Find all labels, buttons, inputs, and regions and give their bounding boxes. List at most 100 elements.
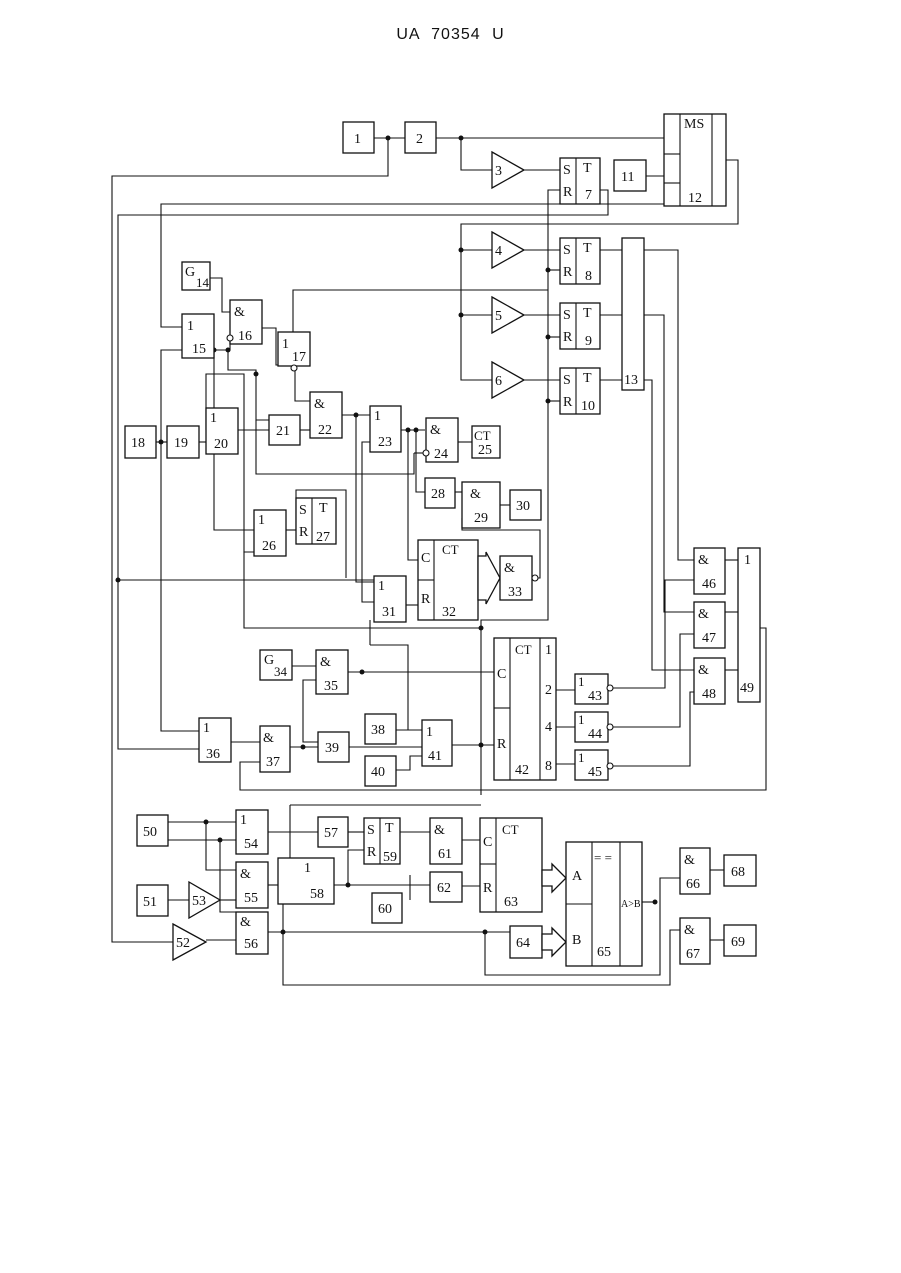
svg-text:28: 28 [431,487,445,502]
block-21: 21 [269,415,300,445]
svg-text:40: 40 [371,765,385,780]
svg-text:10: 10 [581,399,595,414]
svg-text:69: 69 [731,935,745,950]
svg-text:8: 8 [545,759,552,774]
svg-text:50: 50 [143,825,157,840]
trigger-9: SR T9 [560,303,600,349]
or-45: 145 [575,750,613,780]
svg-text:&: & [240,867,251,882]
svg-text:&: & [684,923,695,938]
svg-text:&: & [240,915,251,930]
amplifier-6-label: 6 [495,374,502,389]
bus-arrow-64 [542,928,566,956]
svg-text:43: 43 [588,689,602,704]
svg-text:T: T [583,161,592,176]
svg-text:59: 59 [383,850,397,865]
or-58: 158 [278,858,334,904]
svg-text:B: B [572,933,581,948]
svg-text:18: 18 [131,436,145,451]
svg-text:&: & [434,823,445,838]
svg-text:53: 53 [192,894,206,909]
block-50: 50 [137,815,168,846]
svg-text:&: & [263,731,274,746]
svg-text:17: 17 [292,350,306,365]
svg-text:&: & [234,305,245,320]
trigger-59: SR T59 [364,818,400,865]
svg-text:58: 58 [310,887,324,902]
or-20: 120 [206,408,238,454]
svg-text:31: 31 [382,605,396,620]
svg-text:45: 45 [588,765,602,780]
svg-text:19: 19 [174,436,188,451]
svg-text:34: 34 [274,664,288,679]
amplifier-5-label: 5 [495,309,502,324]
svg-text:36: 36 [206,747,220,762]
or-41: 141 [422,720,452,766]
svg-text:1: 1 [258,513,265,528]
block-19: 19 [167,426,199,458]
svg-text:CT: CT [474,428,491,443]
svg-text:57: 57 [324,826,338,841]
svg-text:56: 56 [244,937,258,952]
bus-arrow-63 [542,864,566,892]
svg-text:42: 42 [515,763,529,778]
svg-text:R: R [563,330,573,345]
svg-text:1: 1 [578,674,585,689]
amplifier-6: 6 [492,362,524,398]
svg-text:&: & [698,553,709,568]
svg-text:63: 63 [504,895,518,910]
and-46: &46 [694,548,725,594]
svg-text:14: 14 [196,275,210,290]
svg-text:R: R [563,395,573,410]
counter-32: CR CT32 [418,540,478,620]
svg-text:&: & [698,607,709,622]
svg-text:1: 1 [282,337,289,352]
block-2: 2 [405,122,436,153]
svg-text:&: & [470,487,481,502]
svg-text:27: 27 [316,530,330,545]
svg-text:1: 1 [378,579,385,594]
amplifier-52: 52 [173,924,206,960]
amplifier-4: 4 [492,232,524,268]
or-44: 144 [575,712,613,742]
or-36: 1 36 [199,718,231,762]
block-12-multiplexer: MS 12 [664,114,726,206]
block-28: 28 [425,478,455,508]
svg-text:33: 33 [508,585,522,600]
or-23: 1 23 [370,406,401,452]
counter-63: CR CT63 [480,818,542,912]
svg-text:1: 1 [203,721,210,736]
trigger-10: SR T10 [560,368,600,414]
svg-text:35: 35 [324,679,338,694]
and-48: &48 [694,658,725,704]
amplifier-5: 5 [492,297,524,333]
svg-text:9: 9 [585,334,592,349]
svg-text:62: 62 [437,881,451,896]
svg-text:R: R [497,737,507,752]
svg-text:CT: CT [515,642,532,657]
block-62: 62 [430,872,462,902]
and-22: &22 [310,392,342,438]
svg-text:39: 39 [325,741,339,756]
svg-text:66: 66 [686,877,700,892]
svg-text:55: 55 [244,891,258,906]
svg-text:S: S [563,308,571,323]
svg-text:CT: CT [502,822,519,837]
svg-text:51: 51 [143,895,157,910]
svg-text:1: 1 [374,409,381,424]
svg-text:R: R [299,525,309,540]
and-33: &33 [500,556,538,600]
svg-text:&: & [314,397,325,412]
svg-text:67: 67 [686,947,700,962]
svg-text:&: & [430,423,441,438]
svg-text:23: 23 [378,435,392,450]
svg-text:R: R [367,845,377,860]
and-61: &61 [430,818,462,864]
block-57: 57 [318,817,348,847]
svg-text:15: 15 [192,342,206,357]
block-40: 40 [365,756,396,786]
svg-text:60: 60 [378,902,392,917]
svg-text:T: T [583,241,592,256]
svg-text:R: R [421,592,431,607]
svg-text:CT: CT [442,542,459,557]
